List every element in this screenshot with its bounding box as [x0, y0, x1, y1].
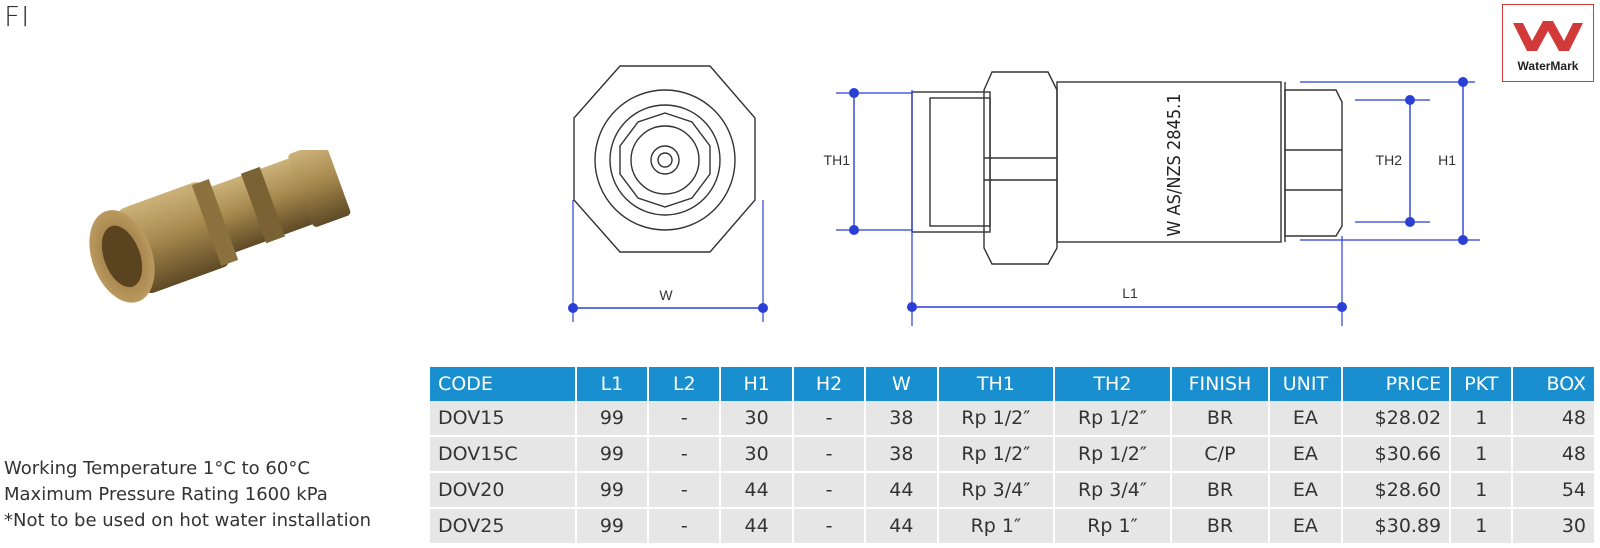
cell-h1: 44 — [720, 508, 794, 545]
spec-max-pressure: Maximum Pressure Rating 1600 kPa — [4, 484, 328, 505]
table-row: DOV15 99 - 30 - 38 Rp 1/2″ Rp 1/2″ BR EA… — [430, 401, 1596, 437]
cell-th2: Rp 1″ — [1054, 508, 1172, 545]
cell-th1: Rp 1/2″ — [937, 401, 1056, 437]
cell-l2: - — [648, 401, 722, 437]
specs-notes: Working Temperature 1°C to 60°C Maximum … — [4, 456, 371, 534]
header-h2: H2 — [792, 367, 867, 401]
cell-h2: - — [792, 472, 867, 509]
cell-code: DOV15 — [430, 401, 577, 437]
end-view — [573, 65, 756, 253]
cell-pkt: 1 — [1450, 401, 1514, 437]
cell-h1: 30 — [720, 436, 794, 473]
technical-drawing: W W AS/NZS 2845.1 TH1 TH2 — [568, 65, 1480, 326]
header-unit: UNIT — [1269, 367, 1343, 401]
h1-dimension: H1 — [1300, 77, 1480, 245]
cell-finish: BR — [1170, 472, 1271, 509]
cell-finish: BR — [1170, 508, 1271, 545]
header-th1: TH1 — [937, 367, 1056, 401]
cell-th1: Rp 3/4″ — [937, 472, 1056, 509]
h1-label: H1 — [1438, 152, 1456, 168]
side-view — [911, 71, 1343, 265]
header-price: PRICE — [1341, 367, 1452, 401]
cell-th1: Rp 1″ — [937, 508, 1056, 545]
cell-box: 30 — [1512, 508, 1596, 545]
cell-th2: Rp 1/2″ — [1054, 436, 1172, 473]
cell-code: DOV20 — [430, 472, 577, 509]
watermark-icon — [1513, 21, 1583, 51]
cell-l1: 99 — [575, 436, 650, 473]
page-heading: FI — [4, 0, 31, 33]
cell-box: 54 — [1512, 472, 1596, 509]
th2-label: TH2 — [1376, 152, 1403, 168]
cell-unit: EA — [1269, 436, 1343, 473]
product-photo — [89, 150, 351, 303]
th1-label: TH1 — [824, 152, 851, 168]
cell-box: 48 — [1512, 401, 1596, 437]
cell-pkt: 1 — [1450, 436, 1514, 473]
cell-w: 44 — [865, 472, 939, 509]
cell-w: 38 — [865, 436, 939, 473]
cell-h2: - — [792, 436, 867, 473]
header-l1: L1 — [575, 367, 650, 401]
cell-pkt: 1 — [1450, 472, 1514, 509]
cell-h1: 30 — [720, 401, 794, 437]
cell-th2: Rp 1/2″ — [1054, 401, 1172, 437]
cell-l1: 99 — [575, 508, 650, 545]
table-row: DOV25 99 - 44 - 44 Rp 1″ Rp 1″ BR EA $30… — [430, 508, 1596, 545]
cell-w: 38 — [865, 401, 939, 437]
header-finish: FINISH — [1170, 367, 1271, 401]
cell-finish: BR — [1170, 401, 1271, 437]
th2-dimension: TH2 — [1355, 95, 1430, 227]
cell-l2: - — [648, 508, 722, 545]
cell-finish: C/P — [1170, 436, 1271, 473]
cell-code: DOV25 — [430, 508, 577, 545]
cell-unit: EA — [1269, 472, 1343, 509]
spec-working-temperature: Working Temperature 1°C to 60°C — [4, 458, 310, 479]
cell-l1: 99 — [575, 401, 650, 437]
cell-box: 48 — [1512, 436, 1596, 473]
cell-l2: - — [648, 436, 722, 473]
header-th2: TH2 — [1054, 367, 1172, 401]
table-header-row: CODE L1 L2 H1 H2 W TH1 TH2 FINISH UNIT P… — [430, 367, 1596, 401]
cell-price: $28.60 — [1341, 472, 1452, 509]
header-l2: L2 — [648, 367, 722, 401]
header-box: BOX — [1512, 367, 1596, 401]
watermark-logo: WaterMark — [1502, 4, 1594, 82]
cell-h1: 44 — [720, 472, 794, 509]
cell-price: $28.02 — [1341, 401, 1452, 437]
cell-l2: - — [648, 472, 722, 509]
cell-th2: Rp 3/4″ — [1054, 472, 1172, 509]
spec-hot-water-note: *Not to be used on hot water installatio… — [4, 510, 372, 531]
cell-h2: - — [792, 401, 867, 437]
cell-unit: EA — [1269, 508, 1343, 545]
cell-h2: - — [792, 508, 867, 545]
cell-pkt: 1 — [1450, 508, 1514, 545]
cell-th1: Rp 1/2″ — [937, 436, 1056, 473]
table-row: DOV15C 99 - 30 - 38 Rp 1/2″ Rp 1/2″ C/P … — [430, 436, 1596, 473]
w-label: W — [659, 287, 673, 303]
header-h1: H1 — [720, 367, 794, 401]
w-dimension: W — [568, 200, 768, 322]
table-row: DOV20 99 - 44 - 44 Rp 3/4″ Rp 3/4″ BR EA… — [430, 472, 1596, 509]
th1-dimension: TH1 — [824, 88, 912, 235]
cell-price: $30.89 — [1341, 508, 1452, 545]
l1-label: L1 — [1122, 285, 1138, 301]
header-code: CODE — [430, 367, 577, 401]
cell-unit: EA — [1269, 401, 1343, 437]
cell-code: DOV15C — [430, 436, 577, 473]
cell-price: $30.66 — [1341, 436, 1452, 473]
cell-w: 44 — [865, 508, 939, 545]
watermark-label: WaterMark — [1517, 59, 1579, 73]
cell-l1: 99 — [575, 472, 650, 509]
header-pkt: PKT — [1450, 367, 1514, 401]
engraving-text: W AS/NZS 2845.1 — [1164, 93, 1185, 236]
header-w: W — [865, 367, 939, 401]
product-table: CODE L1 L2 H1 H2 W TH1 TH2 FINISH UNIT P… — [430, 367, 1596, 545]
l1-dimension: L1 — [907, 90, 1347, 326]
